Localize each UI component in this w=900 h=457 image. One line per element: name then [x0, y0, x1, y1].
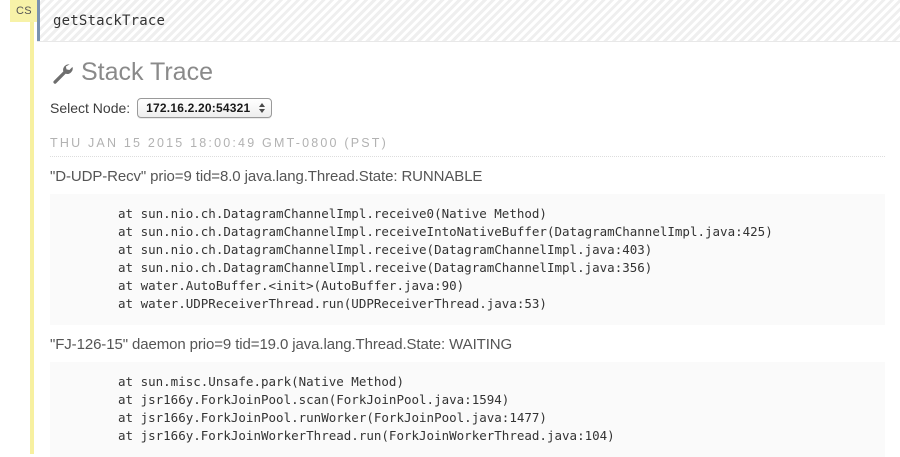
thread-entry: "FJ-126-15" daemon prio=9 tid=19.0 java.…	[50, 336, 885, 457]
stack-frame-line: at jsr166y.ForkJoinPool.scan(ForkJoinPoo…	[118, 392, 510, 407]
thread-entry: "D-UDP-Recv" prio=9 tid=8.0 java.lang.Th…	[50, 168, 885, 325]
code-input-cell[interactable]: getStackTrace	[37, 0, 900, 41]
stack-frame-line: at water.AutoBuffer.<init>(AutoBuffer.ja…	[118, 278, 465, 293]
stack-frame-line: at sun.misc.Unsafe.park(Native Method)	[118, 374, 404, 389]
stack-frame-line: at sun.nio.ch.DatagramChannelImpl.receiv…	[118, 242, 653, 257]
node-select[interactable]: 172.16.2.20:54321	[137, 98, 273, 118]
stack-frame-line: at sun.nio.ch.DatagramChannelImpl.receiv…	[118, 224, 773, 239]
stack-frame-line: at jsr166y.ForkJoinWorkerThread.run(Fork…	[118, 428, 615, 443]
wrench-icon	[50, 61, 74, 85]
thread-header: "FJ-126-15" daemon prio=9 tid=19.0 java.…	[50, 336, 513, 353]
thread-list: "D-UDP-Recv" prio=9 tid=8.0 java.lang.Th…	[50, 168, 885, 457]
page-title: Stack Trace	[50, 55, 885, 89]
stack-frame-block: at sun.misc.Unsafe.park(Native Method) a…	[50, 362, 885, 457]
stack-frame-line: at water.UDPReceiverThread.run(UDPReceiv…	[118, 296, 547, 311]
stack-frame-line: at sun.nio.ch.DatagramChannelImpl.receiv…	[118, 260, 653, 275]
thread-header: "D-UDP-Recv" prio=9 tid=8.0 java.lang.Th…	[50, 168, 483, 185]
select-node-label: Select Node:	[50, 100, 131, 116]
stack-frame-line: at jsr166y.ForkJoinPool.runWorker(ForkJo…	[118, 410, 547, 425]
cell-divider	[37, 41, 900, 42]
left-yellow-rail	[30, 0, 34, 454]
content-area: Stack Trace Select Node: 172.16.2.20:543…	[50, 55, 885, 457]
node-select-value: 172.16.2.20:54321	[146, 101, 251, 115]
stack-frame-line: at sun.nio.ch.DatagramChannelImpl.receiv…	[118, 206, 547, 221]
stack-frame-block: at sun.nio.ch.DatagramChannelImpl.receiv…	[50, 194, 885, 325]
node-selector-row: Select Node: 172.16.2.20:54321	[50, 98, 885, 118]
stepper-arrows-icon	[258, 101, 265, 115]
code-input-text: getStackTrace	[53, 12, 166, 29]
page-title-text: Stack Trace	[81, 58, 213, 86]
trace-timestamp: THU JAN 15 2015 18:00:49 GMT-0800 (PST)	[50, 136, 885, 157]
cell-type-badge: CS	[10, 0, 38, 22]
